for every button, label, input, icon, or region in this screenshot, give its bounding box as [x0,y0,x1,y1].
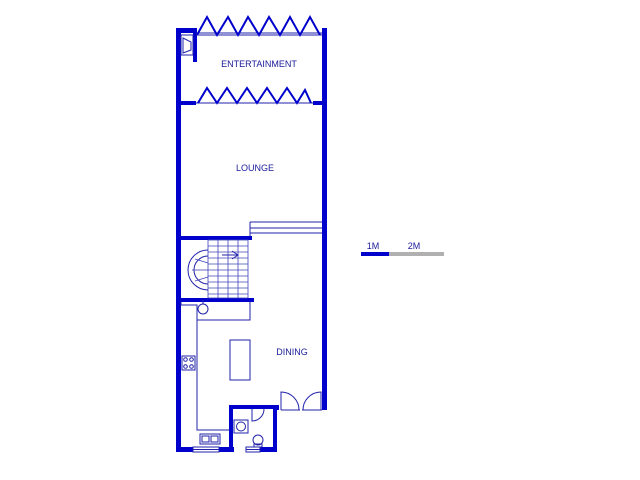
guest-toilet [229,405,277,453]
scale-label-1m: 1M [367,241,380,251]
scale-segment-solid [361,252,389,256]
wc-top-wall [229,405,277,409]
wc-left-wall [229,405,233,452]
staircase [176,236,254,302]
top-left-wall [176,28,196,33]
lounge-area: LOUNGE [236,163,322,238]
landing-steps [249,221,322,238]
kitchen-island [229,339,251,381]
window-bottom-kitchen [192,446,220,453]
entertainment-bottom-wall-left [176,101,196,105]
basin-icon [233,419,249,434]
window-bottom-wc [245,446,261,453]
room-label-dining: DINING [276,347,308,357]
dining-area: DINING [180,300,322,453]
stair-direction-arrow-icon [222,250,239,260]
scale-segment-grey [389,252,444,256]
stair-treads [207,239,249,299]
stair-bottom-wall [176,298,254,302]
folding-door-top-icon [196,14,322,38]
stair-top-wall [176,236,252,240]
entertainment-bottom-wall-right [313,101,327,105]
kitchen-counter [180,302,251,431]
toilet-icon [252,434,264,448]
right-wall [322,28,327,410]
kitchen-sink-icon [199,433,221,445]
wc-right-wall [273,405,277,452]
stair-curve [187,249,209,291]
entertainment-area: ENTERTAINMENT [176,14,327,105]
scale-label-2m: 2M [408,241,421,251]
stove-icon [181,355,196,371]
french-doors-icon [275,391,322,411]
fireplace-icon [180,34,194,56]
room-label-lounge: LOUNGE [236,163,274,173]
scale-bar: 1M 2M [361,241,444,256]
sink-round-icon [197,303,209,315]
folding-door-bottom-icon [196,86,313,105]
room-label-entertainment: ENTERTAINMENT [221,59,297,69]
fireplace-wall [193,28,197,62]
bottom-wall-right [255,447,277,452]
